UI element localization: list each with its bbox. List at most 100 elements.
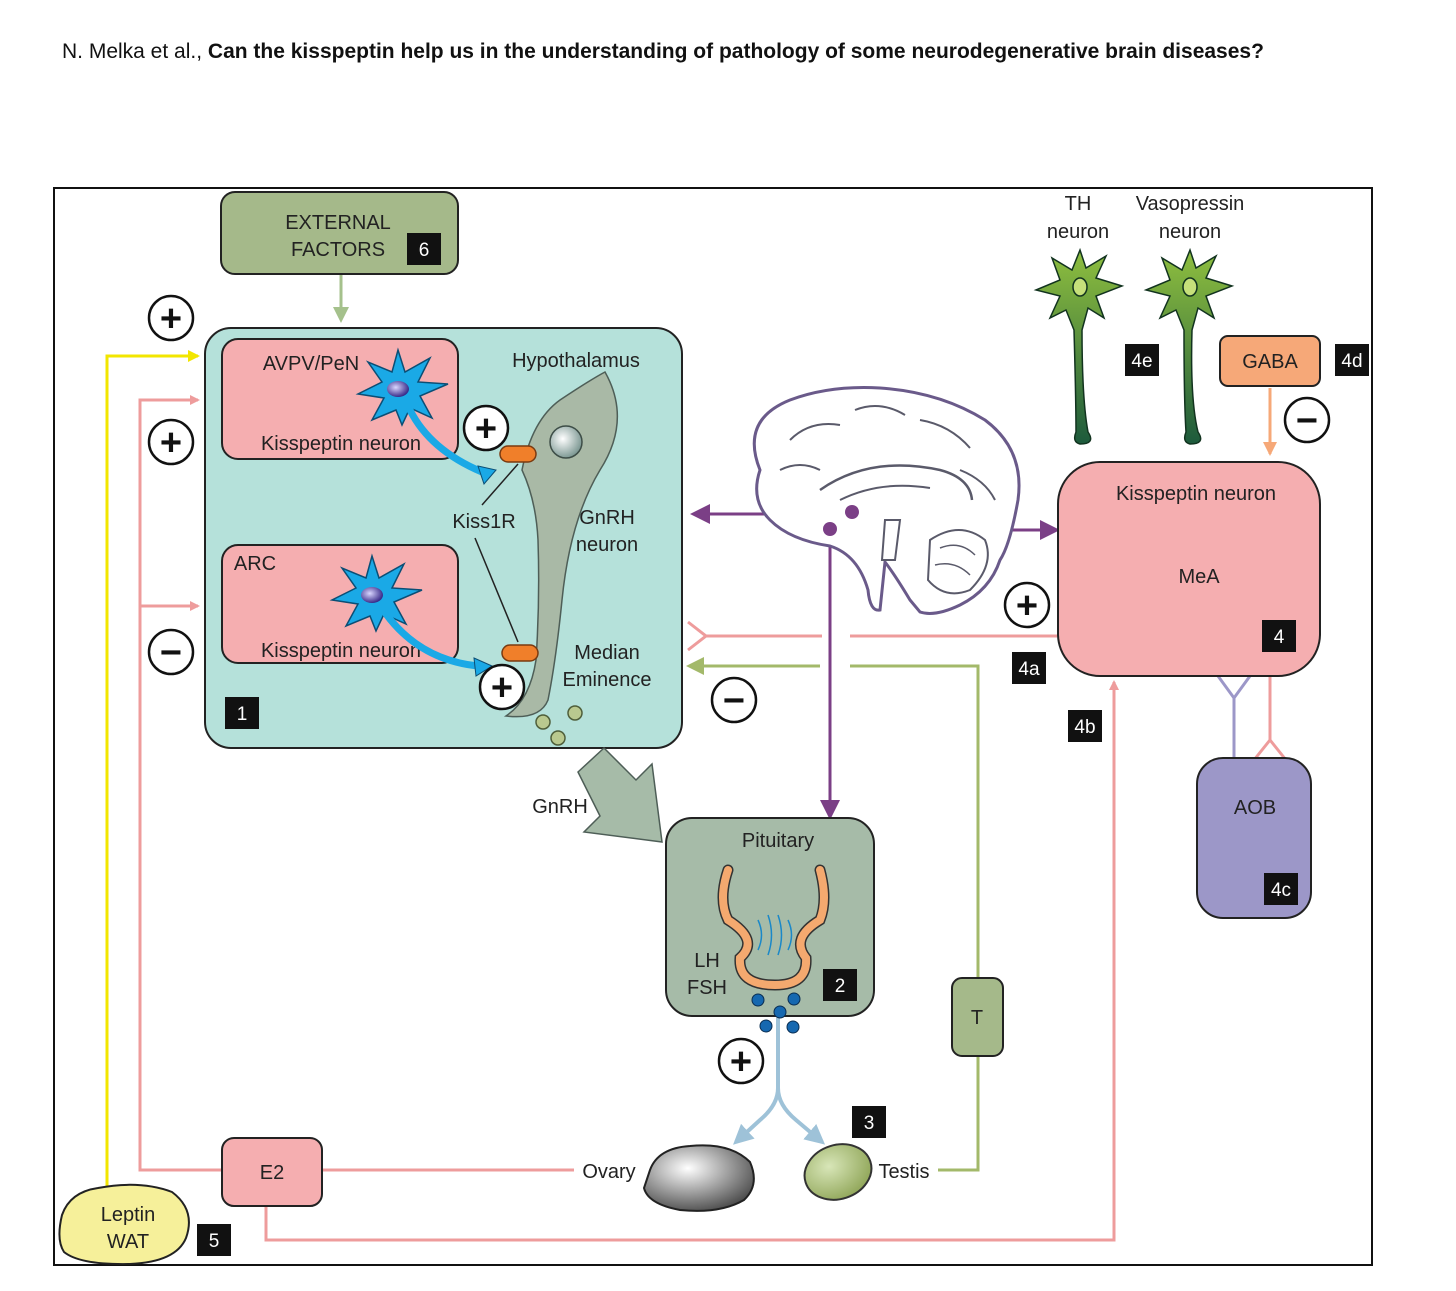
minus-sign-e2-arc: −	[147, 628, 195, 676]
minus-sign-gaba: −	[1283, 396, 1331, 444]
tag-4e: 4e	[1131, 351, 1152, 372]
mea-synapse-fork	[687, 620, 709, 652]
gaba-box: GABA	[1219, 335, 1321, 387]
vasopressin-neuron-label-line2: neuron	[1159, 221, 1221, 243]
lh-fsh-granules	[751, 992, 801, 1034]
arc-kisspeptin-neuron	[329, 553, 494, 677]
gaba-label: GABA	[1242, 351, 1298, 373]
ovary	[642, 1144, 755, 1212]
tag-4a-box	[1012, 652, 1046, 684]
plus-sign-lh-fsh-text: +	[730, 1041, 752, 1083]
th-neuron-label-line1: TH	[1065, 193, 1092, 215]
brain-sagittal-image	[752, 386, 1021, 615]
arc-label: ARC	[234, 553, 276, 575]
aob-box: AOB 4c	[1196, 757, 1312, 919]
tag-4e-box	[1125, 344, 1159, 376]
mea-to-aob-line	[1252, 676, 1288, 761]
tag-4d-box	[1335, 344, 1369, 376]
header-title: Can the kisspeptin help us in the unders…	[207, 40, 1264, 63]
plus-sign-avpv-synapse: +	[462, 404, 510, 452]
avpv-kisspeptin-neuron	[355, 347, 497, 485]
gnrh-arrow-label: GnRH	[532, 796, 588, 818]
brain-output-node-a	[845, 505, 859, 519]
plus-sign-arc-synapse: +	[478, 663, 526, 711]
vasopressin-neuron-label-line1: Vasopressin	[1136, 193, 1245, 215]
e2-label: E2	[260, 1162, 284, 1184]
testosterone-box: T	[951, 977, 1004, 1057]
leptin-wat-blob: Leptin WAT	[58, 1183, 190, 1266]
tag-6: 6	[419, 240, 430, 261]
plus-sign-e2-avpv-text: +	[160, 422, 182, 464]
external-factors-line1: EXTERNAL	[285, 212, 391, 234]
mea-kisspeptin-box: Kisspeptin neuron MeA 4	[1057, 461, 1321, 677]
kiss1r-pointer-top	[481, 463, 519, 506]
plus-sign-arc-synapse-text: +	[491, 667, 513, 709]
minus-sign-testosterone-text: −	[723, 680, 745, 722]
arc-kisspeptin-neuron-label: Kisspeptin neuron	[261, 640, 421, 662]
gnrh-granules	[535, 705, 583, 746]
e2-feedback-line-avpv	[138, 395, 222, 1172]
plus-sign-leptin: +	[147, 294, 195, 342]
testosterone-feedback-line	[850, 664, 980, 1172]
e2-box: E2	[221, 1137, 323, 1207]
median-eminence-line2: Eminence	[563, 669, 652, 691]
mea-kisspeptin-neuron-label: Kisspeptin neuron	[1116, 483, 1276, 505]
tag-4c: 4c	[1271, 880, 1291, 901]
avpv-kisspeptin-neuron-label: Kisspeptin neuron	[261, 433, 421, 455]
tag-2: 2	[835, 976, 846, 997]
kiss1r-pointer-bottom	[474, 537, 519, 643]
tag-4d: 4d	[1341, 351, 1362, 372]
gnrh-neuron-label-line1: GnRH	[579, 507, 635, 529]
minus-sign-e2-arc-text: −	[160, 632, 182, 674]
ovary-label: Ovary	[582, 1161, 635, 1183]
aob-label: AOB	[1234, 797, 1276, 819]
leptin-label-line2: WAT	[107, 1231, 149, 1253]
tag-3-box	[852, 1106, 886, 1138]
tag-5: 5	[209, 1231, 220, 1252]
figure-frame	[53, 187, 1373, 1266]
kiss1r-label: Kiss1R	[452, 511, 515, 533]
mea-region-label: MeA	[1178, 566, 1220, 588]
plus-sign-avpv-synapse-text: +	[475, 408, 497, 450]
aob-to-mea-line	[1216, 675, 1252, 758]
avpv-label: AVPV/PeN	[263, 353, 359, 375]
tag-4: 4	[1274, 627, 1285, 648]
testis	[803, 1143, 873, 1201]
minus-sign-testosterone: −	[710, 676, 758, 724]
th-neuron	[1033, 247, 1125, 445]
leptin-label-line1: Leptin	[101, 1204, 156, 1226]
gnrh-release-arrow: GnRH	[532, 746, 663, 843]
brain-output-node-b	[823, 522, 837, 536]
plus-sign-leptin-text: +	[160, 298, 182, 340]
hypothalamus-box: AVPV/PeN Kisspeptin neuron ARC Kisspepti…	[204, 327, 683, 749]
lh-label: LH	[694, 950, 720, 972]
minus-sign-gaba-text: −	[1296, 400, 1318, 442]
pituitary-title: Pituitary	[742, 830, 814, 852]
th-neuron-label-line2: neuron	[1047, 221, 1109, 243]
fsh-label: FSH	[687, 977, 727, 999]
header-authors: N. Melka et al.,	[62, 40, 203, 63]
tag-4b-box	[1068, 710, 1102, 742]
kiss1r-receptor-bottom	[501, 644, 539, 662]
plus-sign-e2-avpv: +	[147, 418, 195, 466]
gnrh-neuron-label-line2: neuron	[576, 534, 638, 556]
tag-4a: 4a	[1018, 659, 1040, 680]
hypothalamus-title: Hypothalamus	[512, 350, 640, 372]
e2-to-mea-line-4b	[264, 680, 1119, 1242]
leptin-stimulation-line	[105, 350, 200, 1190]
kiss1r-receptor-top	[499, 445, 537, 463]
lh-fsh-to-testis-arrow	[776, 1087, 826, 1145]
external-factors-line2: FACTORS	[291, 239, 385, 261]
gnrh-soma	[549, 425, 583, 459]
vasopressin-neuron	[1143, 247, 1235, 445]
tag-1: 1	[237, 704, 248, 725]
plus-sign-lh-fsh: +	[717, 1037, 765, 1085]
plus-sign-mea-text: +	[1016, 585, 1038, 627]
tag-5-box	[197, 1224, 231, 1256]
external-factors-box: EXTERNAL FACTORS 6	[220, 191, 459, 275]
plus-sign-mea: +	[1003, 581, 1051, 629]
figure-header: N. Melka et al., Can the kisspeptin help…	[62, 40, 1442, 64]
testis-label: Testis	[878, 1161, 929, 1183]
tag-4b: 4b	[1074, 717, 1095, 738]
